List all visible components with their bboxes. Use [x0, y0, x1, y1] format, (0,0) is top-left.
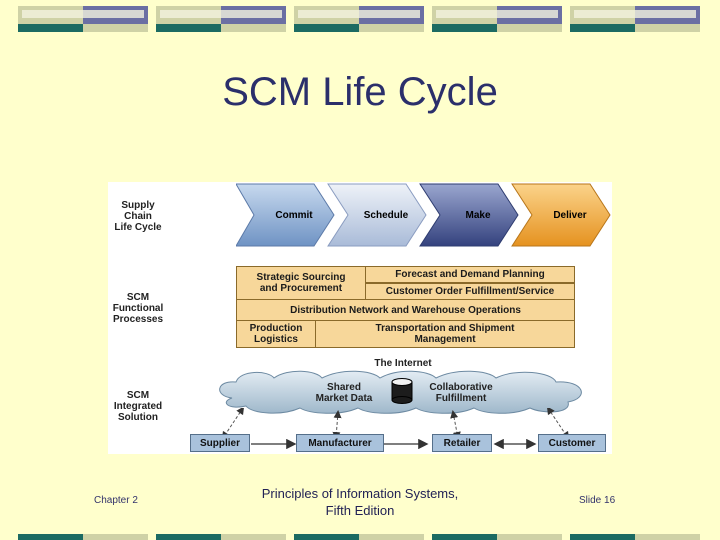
- top-decoration-block: [18, 6, 148, 32]
- function-transportation: Transportation and Shipment Management: [315, 320, 575, 348]
- partner-customer: Customer: [538, 434, 606, 452]
- function-customer-order: Customer Order Fulfillment/Service: [365, 283, 575, 300]
- top-decoration-block: [432, 6, 562, 32]
- phase-make-label: Make: [465, 210, 490, 221]
- chevron-make: [419, 183, 519, 247]
- top-decoration-block: [294, 6, 424, 32]
- row-label-functional: SCM Functional Processes: [112, 292, 164, 325]
- phase-deliver-label: Deliver: [553, 210, 586, 221]
- phase-commit-label: Commit: [275, 210, 313, 221]
- row-label-integrated: SCM Integrated Solution: [113, 390, 163, 423]
- chevron-schedule: [327, 183, 427, 247]
- footer-chapter: Chapter 2: [94, 495, 138, 506]
- row-label-life-cycle: Supply Chain Life Cycle: [114, 200, 162, 233]
- internet-label: The Internet: [374, 358, 432, 369]
- chevron-deliver: [511, 183, 611, 247]
- life-cycle-chevrons: Commit Schedule Make Deliver: [236, 183, 611, 247]
- slide-title: SCM Life Cycle: [222, 70, 498, 114]
- partner-supplier: Supplier: [190, 434, 250, 452]
- collaborative-fulfillment-label: Collaborative Fulfillment: [429, 382, 493, 404]
- chevron-commit: [236, 183, 335, 247]
- function-strategic-sourcing: Strategic Sourcing and Procurement: [236, 266, 366, 300]
- footer-book-title: Principles of Information Systems, Fifth…: [261, 486, 459, 518]
- partner-manufacturer: Manufacturer: [296, 434, 384, 452]
- top-decoration-bar: [18, 6, 702, 32]
- shared-market-data-label: Shared Market Data: [315, 382, 373, 404]
- bottom-decoration-bar: [18, 534, 702, 540]
- function-forecast: Forecast and Demand Planning: [365, 266, 575, 283]
- function-production-logistics: Production Logistics: [236, 320, 316, 348]
- partner-retailer: Retailer: [432, 434, 492, 452]
- phase-schedule-label: Schedule: [364, 210, 409, 221]
- top-decoration-block: [570, 6, 700, 32]
- connector-arrows: [221, 408, 570, 450]
- footer-slide-number: Slide 16: [579, 495, 616, 506]
- scm-diagram: Supply Chain Life Cycle SCM Functional P…: [108, 182, 612, 454]
- database-icon: [391, 378, 413, 404]
- function-distribution: Distribution Network and Warehouse Opera…: [236, 299, 575, 321]
- top-decoration-block: [156, 6, 286, 32]
